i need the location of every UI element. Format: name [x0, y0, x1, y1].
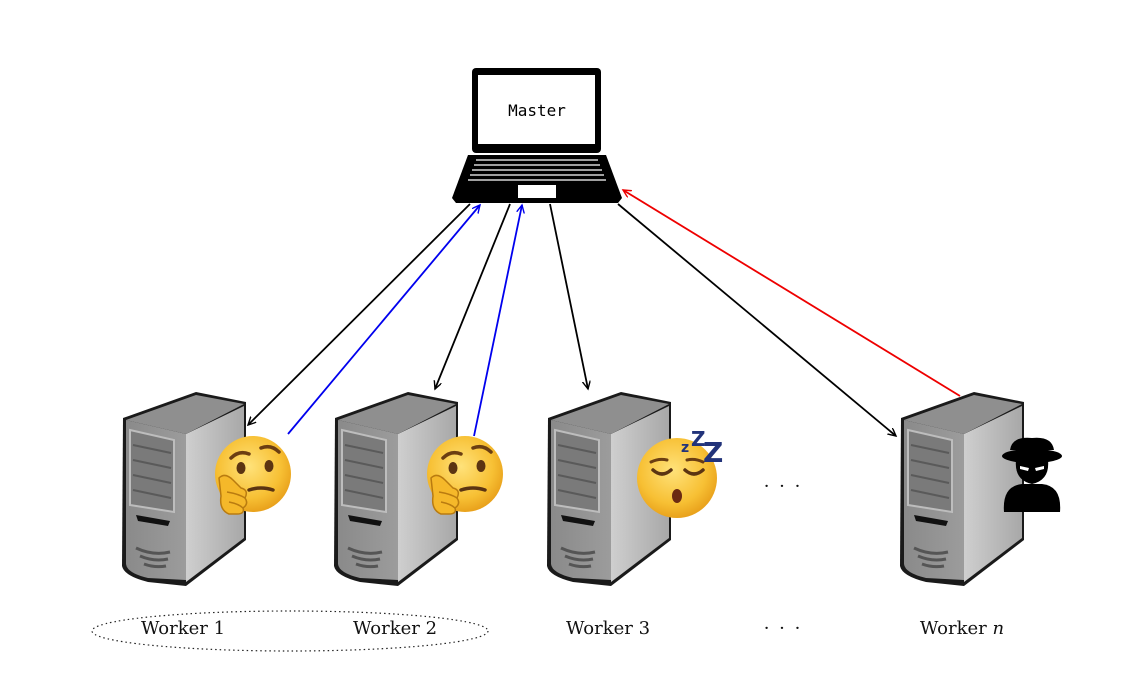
- svg-text:z: z: [681, 440, 689, 456]
- worker-3-label: Worker 3: [565, 618, 651, 639]
- ellipsis-labels: · · ·: [763, 618, 803, 639]
- svg-text:Z: Z: [691, 427, 706, 451]
- worker-2-label: Worker 2: [352, 618, 438, 639]
- arrow-worker-n-to-master: [623, 190, 961, 397]
- svg-text:Z: Z: [703, 436, 723, 469]
- arrow-master-to-worker-2: [435, 203, 511, 389]
- arrow-master-to-worker-n: [617, 203, 896, 436]
- worker-n-server-icon: [898, 390, 1026, 588]
- arrow-master-to-worker-3: [549, 203, 588, 389]
- master-laptop: [452, 68, 622, 203]
- worker-n-label-var: n: [992, 618, 1005, 639]
- spy-icon: [1002, 437, 1062, 512]
- ellipsis-servers: · · ·: [763, 476, 803, 497]
- arrow-master-to-worker-1: [248, 203, 471, 425]
- arrow-worker-2-to-master: [473, 205, 522, 437]
- worker-n-label-prefix: Worker: [919, 618, 993, 639]
- worker-1-label: Worker 1: [140, 618, 226, 639]
- thinking-face-icon: [427, 436, 503, 515]
- arrow-worker-1-to-master: [287, 205, 480, 435]
- sleeping-face-icon: z Z Z: [637, 427, 723, 518]
- laptop-icon: [452, 68, 622, 203]
- thinking-face-icon: [215, 436, 291, 515]
- worker-group-ellipse: [91, 610, 489, 652]
- master-label: Master: [508, 101, 566, 120]
- worker-n-label: Worker n: [920, 618, 1004, 639]
